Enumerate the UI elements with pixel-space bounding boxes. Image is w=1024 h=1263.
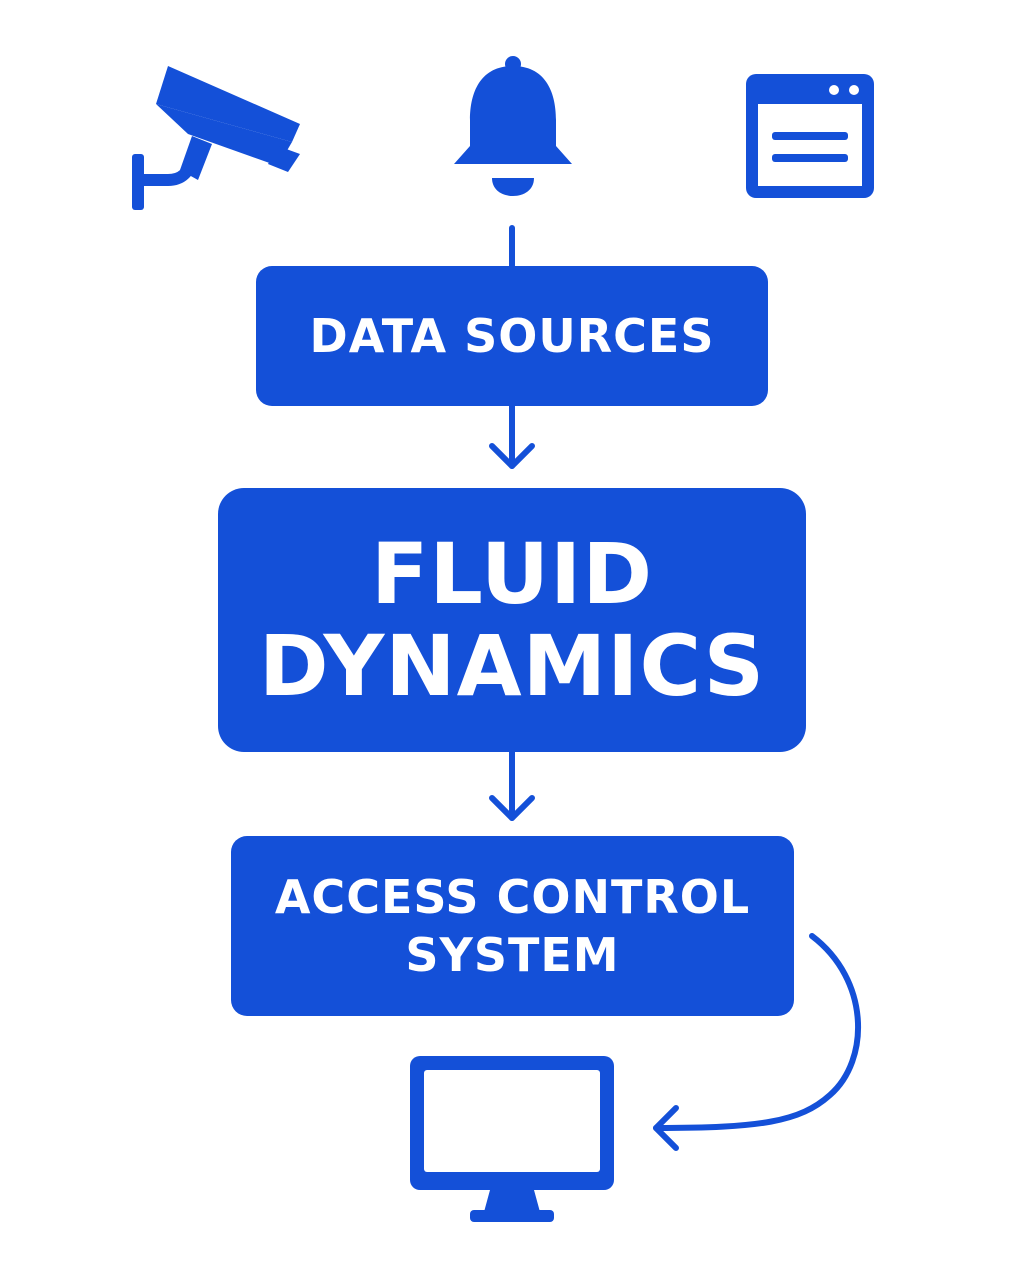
fluid-dynamics-label-line2: DYNAMICS bbox=[258, 617, 766, 715]
fluid-dynamics-box: FLUID DYNAMICS bbox=[218, 488, 806, 752]
monitor-icon bbox=[410, 1056, 614, 1222]
access-control-system-box: ACCESS CONTROL SYSTEM bbox=[231, 836, 794, 1016]
bell-icon bbox=[454, 56, 572, 196]
access-control-label-line2: SYSTEM bbox=[405, 928, 620, 982]
security-camera-icon bbox=[132, 66, 300, 210]
access-control-label-line1: ACCESS CONTROL bbox=[274, 870, 751, 924]
fluid-dynamics-label-line1: FLUID bbox=[370, 525, 654, 623]
arrow-fluid-dynamics-to-access-control bbox=[489, 749, 535, 821]
browser-window-icon bbox=[746, 74, 874, 198]
arrow-data-sources-to-fluid-dynamics bbox=[489, 403, 535, 469]
data-sources-label: DATA SOURCES bbox=[309, 309, 715, 363]
data-sources-box: DATA SOURCES bbox=[256, 266, 768, 406]
